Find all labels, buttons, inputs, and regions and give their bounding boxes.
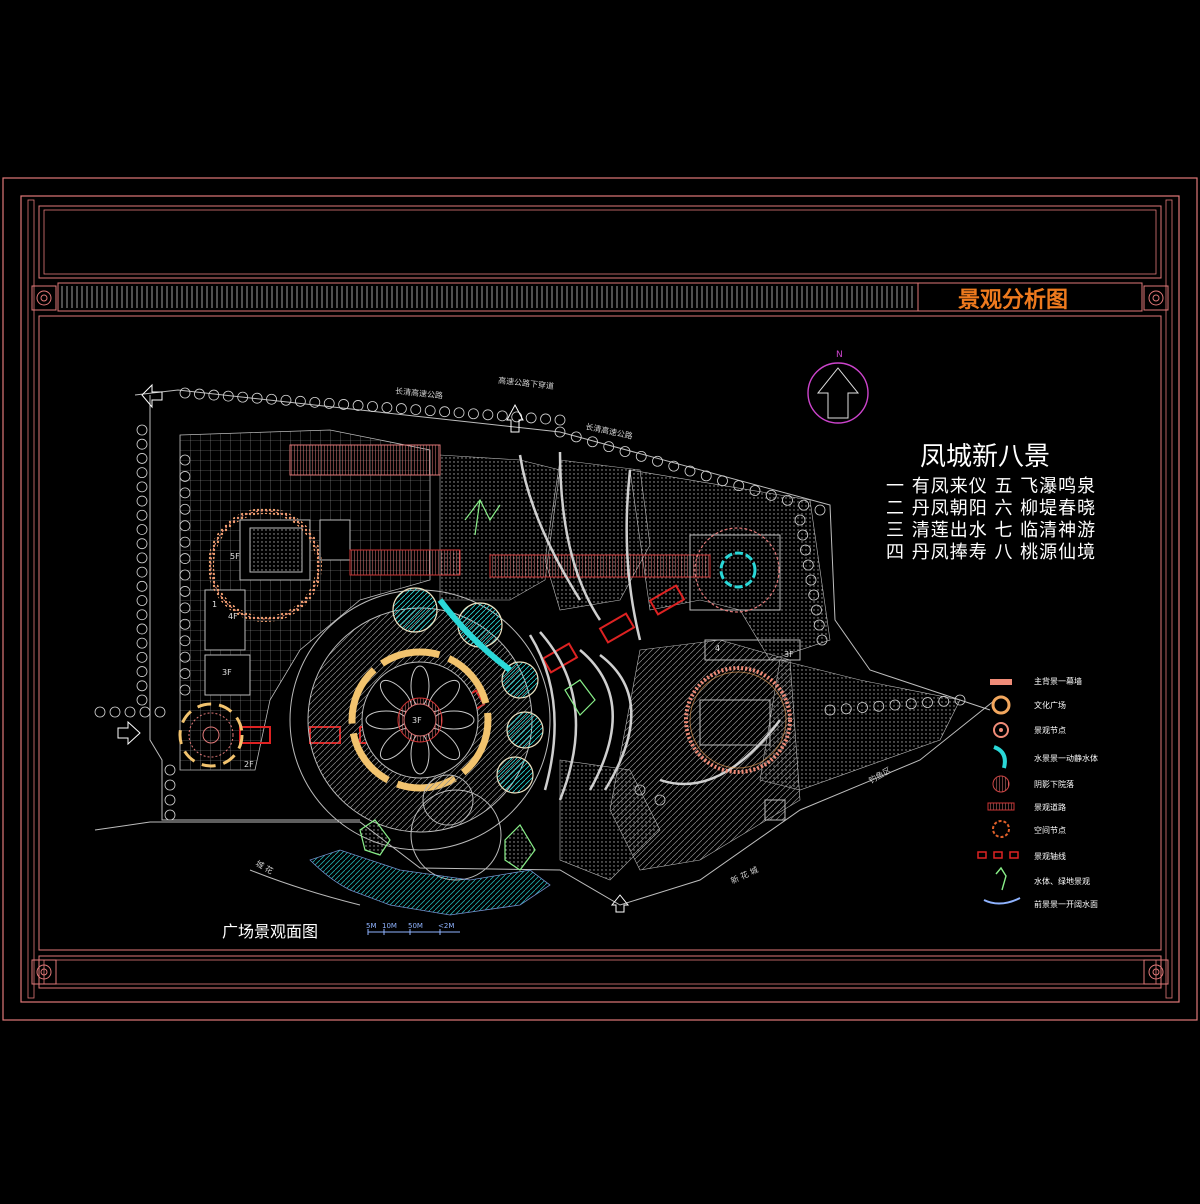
plan-title: 广场景观面图 bbox=[222, 922, 319, 941]
hatched-bar-icon bbox=[987, 802, 1015, 811]
scale-label: <2M bbox=[438, 922, 455, 930]
waterfront-edge bbox=[249, 849, 551, 916]
arc-icon bbox=[993, 745, 1007, 769]
dot-ring-icon bbox=[993, 722, 1009, 738]
curved-paths bbox=[518, 451, 781, 801]
pergola-lower bbox=[349, 549, 461, 576]
building-label: 4F bbox=[228, 612, 238, 621]
wave-icon bbox=[983, 897, 1021, 905]
building-label: 4 bbox=[715, 644, 721, 653]
culture-plaza-rings bbox=[178, 508, 792, 774]
corner-ornament-icon bbox=[31, 285, 1169, 985]
entrance-arrow-icon bbox=[117, 383, 630, 913]
legend-label: 水体、绿地景观 bbox=[1034, 877, 1090, 886]
site-boundary bbox=[94, 389, 996, 906]
legend-label: 阴影下院落 bbox=[1034, 780, 1074, 789]
scale-label: 50M bbox=[408, 922, 423, 930]
building-label: 5F bbox=[230, 552, 240, 561]
legend-label: 景观道路 bbox=[1034, 803, 1066, 812]
east-pavilion bbox=[689, 527, 801, 821]
eight-scenes-row: 四 丹凤捧寿 八 桃源仙境 bbox=[886, 542, 1097, 563]
eight-scenes-row: 三 清莲出水 七 临清神游 bbox=[886, 520, 1097, 541]
building-label: 2F bbox=[244, 760, 254, 769]
legend-label: 空间节点 bbox=[1034, 826, 1066, 835]
eight-scenes-title: 凤城新八景 bbox=[920, 442, 1051, 472]
hatched-circle-icon bbox=[992, 775, 1010, 793]
water-features bbox=[392, 551, 757, 794]
tree-icon bbox=[995, 866, 1007, 891]
legend-label: 文化广场 bbox=[1034, 701, 1066, 710]
scale-label: 10M bbox=[382, 922, 397, 930]
legend-label: 景观轴线 bbox=[1034, 852, 1066, 861]
building-label: 3F bbox=[784, 650, 794, 659]
scale-label: 5M bbox=[366, 922, 377, 930]
building-label: 3F bbox=[222, 668, 232, 677]
legend-label: 水景景一动静水体 bbox=[1034, 754, 1098, 763]
north-label: N bbox=[836, 350, 843, 360]
dashed-ring-icon bbox=[992, 820, 1010, 838]
bar-icon bbox=[990, 679, 1012, 685]
eight-scenes-row: 一 有凤来仪 五 飞瀑鸣泉 bbox=[886, 476, 1097, 497]
banner-stripes bbox=[61, 286, 913, 308]
banner-title-box bbox=[917, 282, 1143, 312]
tree-markers bbox=[359, 498, 596, 871]
legend-icons bbox=[977, 679, 1021, 905]
building-label: 3F bbox=[412, 716, 422, 725]
ring-icon bbox=[991, 695, 1011, 715]
legend-label: 前景景一开阔水面 bbox=[1034, 900, 1098, 909]
north-arrow-icon bbox=[807, 362, 869, 424]
legend-label: 景观节点 bbox=[1034, 726, 1066, 735]
legend-label: 主背景一幕墙 bbox=[1034, 677, 1082, 686]
central-plaza bbox=[289, 589, 551, 881]
sheet-title: 景观分析图 bbox=[958, 288, 1069, 313]
eight-scenes-row: 二 丹凤朝阳 六 柳堤春晓 bbox=[886, 498, 1097, 519]
sheet-frame bbox=[2, 177, 1198, 1021]
building-label: 1 bbox=[212, 600, 218, 609]
pergola bbox=[289, 444, 441, 476]
axis-icon bbox=[977, 851, 1019, 859]
scale-bar bbox=[367, 929, 460, 935]
